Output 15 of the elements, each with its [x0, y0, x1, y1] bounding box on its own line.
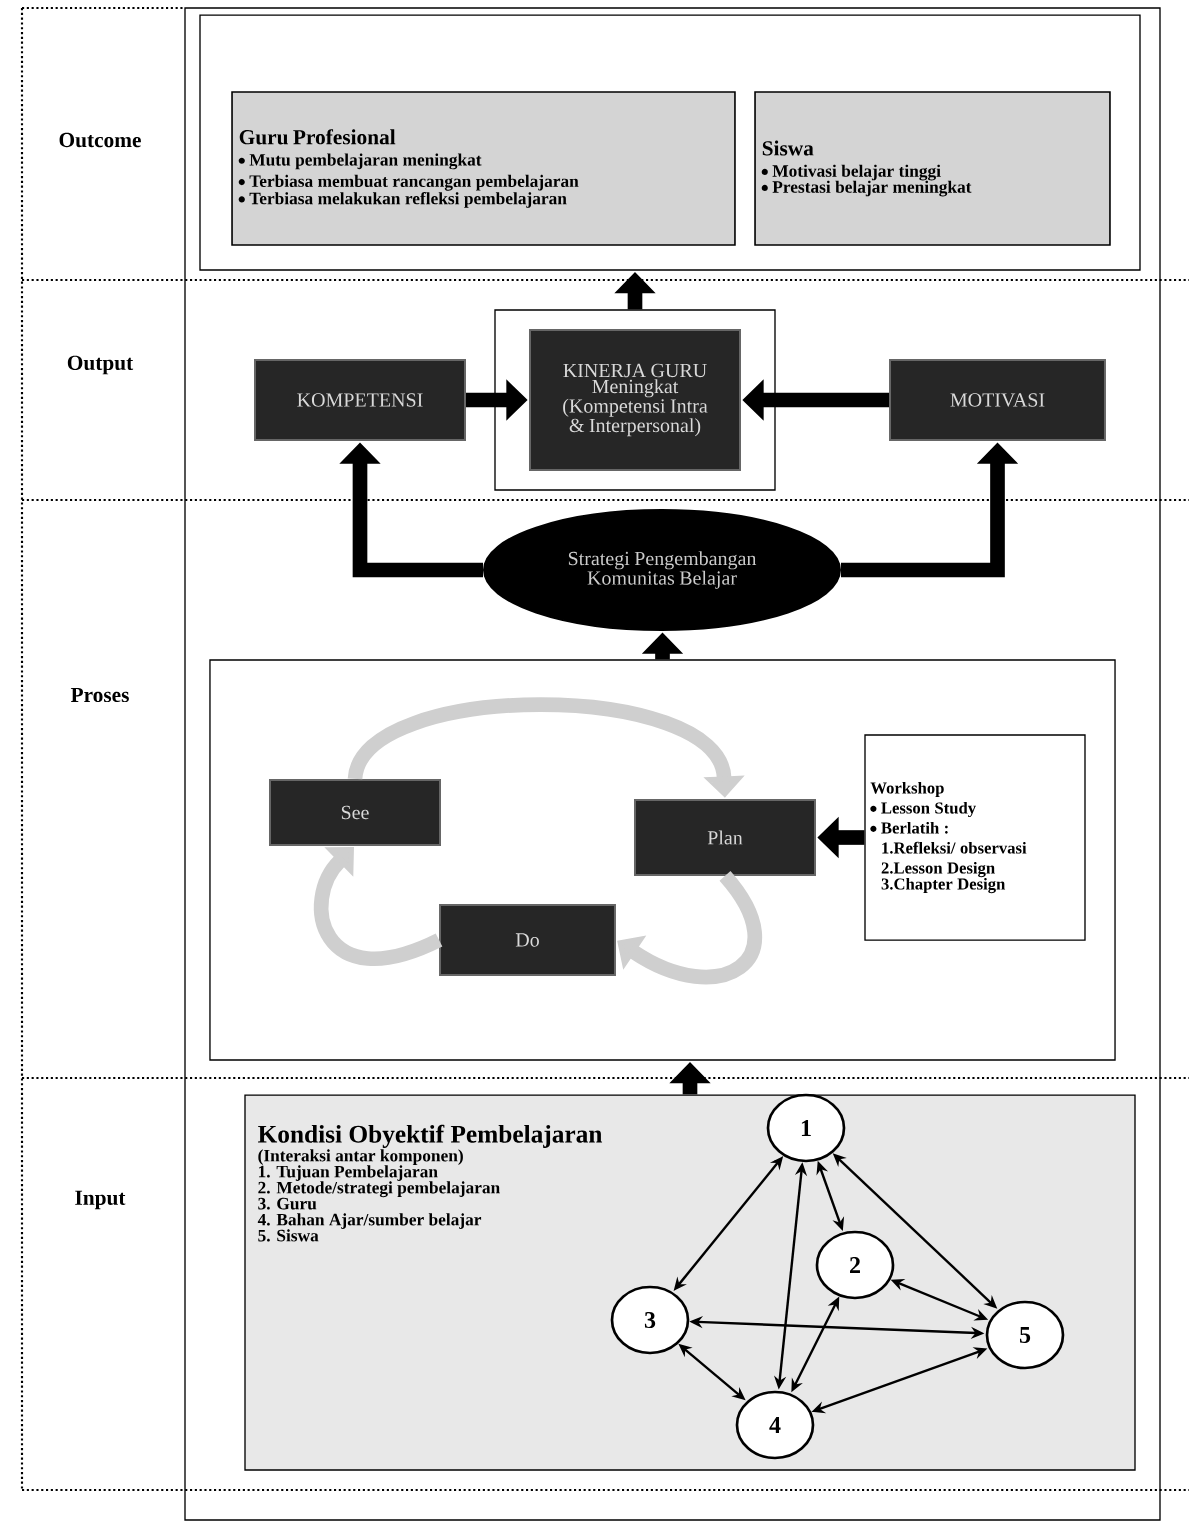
block-arrow: [314, 847, 442, 966]
section-label: Output: [67, 355, 134, 375]
dark-box: Do: [439, 904, 616, 976]
workshop-box: Workshop Lesson Study Berlatih : 1.Refleksi/ observasi 2.Lesson Design 3.Chapter Design: [864, 734, 1086, 941]
dark-box: Plan: [634, 799, 816, 876]
text-box: Siswa Motivasi belajar tinggi Prestasi belajar meningkat: [754, 91, 1111, 246]
section-label: Outcome: [59, 132, 141, 148]
dark-box: KINERJA GURU Meningkat (Kompetensi Intra & Interpersonal): [529, 329, 741, 471]
dark-box: See: [269, 779, 441, 847]
text-box: Guru Profesional Mutu pembelajaran meningkat Terbiasa membuat rancangan pembelajaran Terbiasa melakukan refleksi pembelajaran: [231, 91, 736, 246]
section-label: Input: [75, 1190, 126, 1210]
block-arrow: [617, 871, 762, 985]
dark-box: KOMPETENSI: [254, 359, 466, 441]
section-label: Proses: [70, 687, 129, 703]
dark-box: MOTIVASI: [889, 359, 1106, 441]
